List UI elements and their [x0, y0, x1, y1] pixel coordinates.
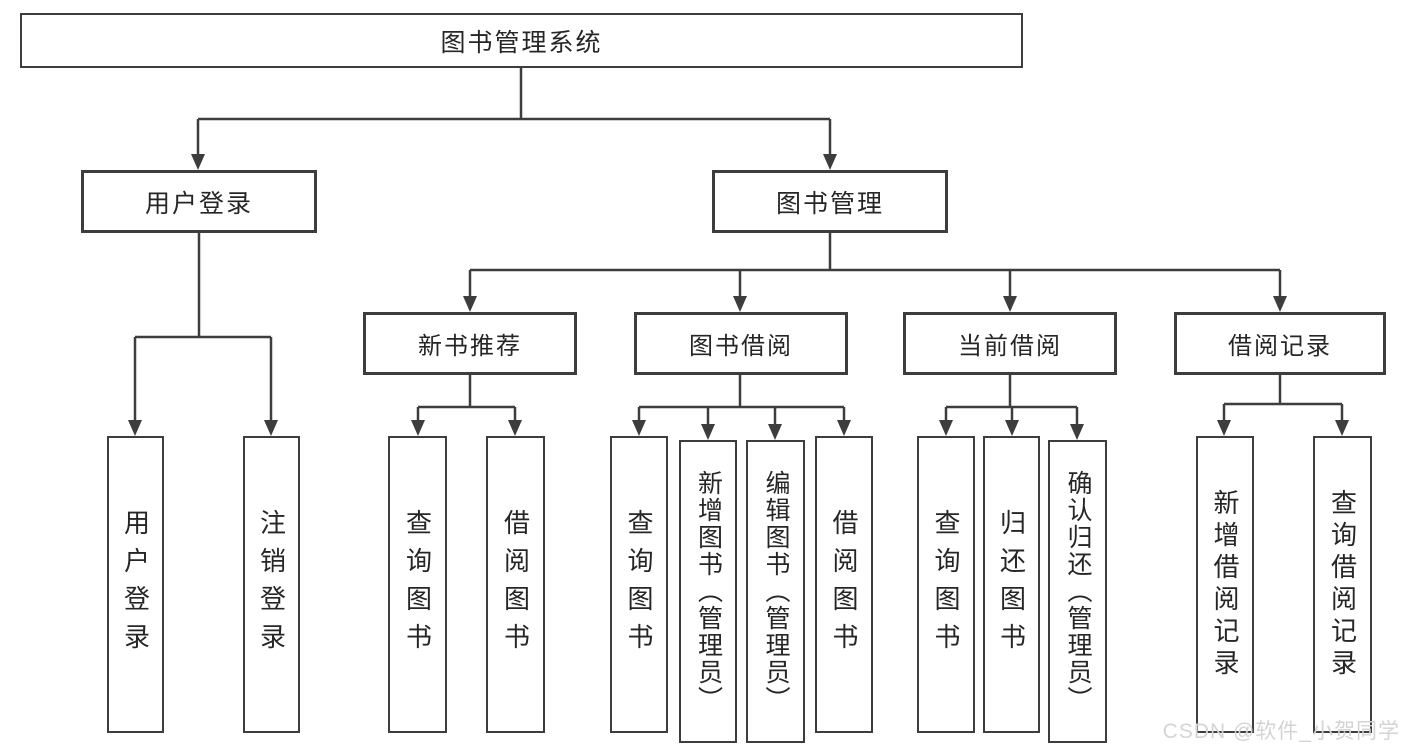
leaf-label: 查询图书 — [402, 508, 433, 661]
leaf-label: 编辑图书（管理员） — [762, 470, 790, 713]
leaf-label: 注销登录 — [256, 508, 287, 661]
arrowheads — [128, 154, 1349, 440]
node-label: 借阅记录 — [1228, 333, 1332, 360]
leaf-edit-book-admin: 编辑图书（管理员） — [746, 440, 805, 743]
node-library-management-system: 图书管理系统 — [20, 13, 1023, 68]
leaf-query-book-borrow: 查询图书 — [610, 436, 668, 733]
leaf-label: 借阅图书 — [500, 508, 531, 661]
leaf-user-login: 用户登录 — [107, 436, 164, 733]
leaf-label: 新增图书（管理员） — [694, 470, 723, 713]
node-label: 图书管理系统 — [440, 28, 603, 57]
node-user-login: 用户登录 — [81, 170, 317, 233]
node-label: 当前借阅 — [958, 333, 1062, 360]
leaf-add-borrow-record: 新增借阅记录 — [1196, 436, 1254, 733]
node-label: 图书管理 — [775, 189, 884, 218]
leaf-label: 新增借阅记录 — [1210, 488, 1240, 681]
leaf-label: 借阅图书 — [829, 508, 859, 661]
leaf-borrow-book-recommend: 借阅图书 — [486, 436, 545, 733]
leaf-label: 查询图书 — [931, 508, 961, 661]
leaf-label: 用户登录 — [120, 508, 151, 661]
node-new-book-recommend: 新书推荐 — [363, 312, 577, 375]
csdn-watermark: CSDN @软件_小贺同学 — [1162, 720, 1400, 743]
node-label: 图书借阅 — [689, 333, 793, 360]
leaf-add-book-admin: 新增图书（管理员） — [679, 440, 737, 743]
node-book-borrow: 图书借阅 — [634, 312, 848, 375]
leaf-label: 归还图书 — [996, 508, 1027, 661]
node-book-management: 图书管理 — [712, 170, 948, 233]
leaf-borrow-book: 借阅图书 — [815, 436, 873, 733]
node-label: 新书推荐 — [418, 333, 522, 360]
leaf-query-borrow-record: 查询借阅记录 — [1313, 436, 1372, 733]
node-current-borrow: 当前借阅 — [903, 312, 1117, 375]
leaf-return-book: 归还图书 — [983, 436, 1040, 733]
leaf-logout: 注销登录 — [243, 436, 300, 733]
leaf-label: 确认归还（管理员） — [1064, 470, 1092, 713]
leaf-query-book-current: 查询图书 — [917, 436, 975, 733]
leaf-confirm-return-admin: 确认归还（管理员） — [1048, 440, 1107, 743]
leaf-label: 查询图书 — [624, 508, 654, 661]
leaf-label: 查询借阅记录 — [1327, 488, 1358, 681]
node-label: 用户登录 — [144, 189, 253, 218]
leaf-query-book-recommend: 查询图书 — [388, 436, 447, 733]
node-borrow-records: 借阅记录 — [1174, 312, 1386, 375]
